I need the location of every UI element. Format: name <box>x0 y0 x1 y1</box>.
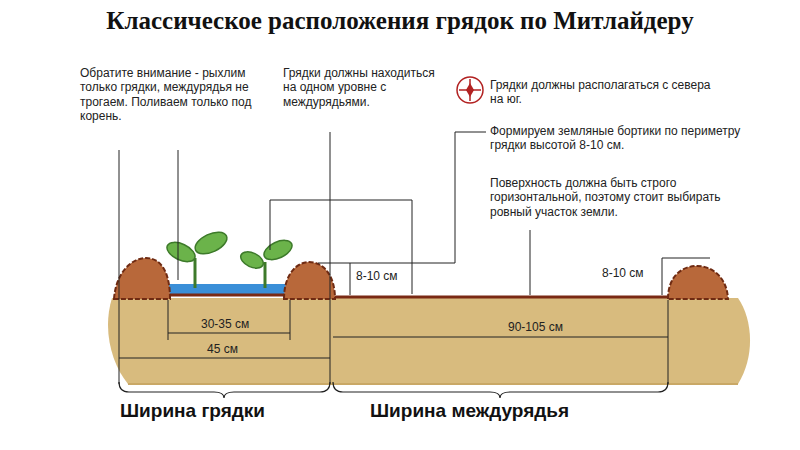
section-label: Ширина грядки <box>120 400 265 423</box>
bed-surface <box>166 294 290 297</box>
plant <box>238 236 295 288</box>
note-text: Формируем земляные бортики по периметру … <box>490 124 742 153</box>
dimension-label: 90-105 см <box>508 320 563 334</box>
diagram-title: Классическое расположения грядок по Митл… <box>106 6 693 36</box>
compass-icon <box>457 77 483 103</box>
note-text: Обратите внимание - рыхлим только грядки… <box>80 66 276 124</box>
note-text: Грядки должны находиться на одном уровне… <box>283 66 435 109</box>
width-brace <box>119 382 668 398</box>
dimension-line <box>119 300 668 358</box>
leader-line <box>119 132 710 384</box>
section-label: Ширина междурядья <box>370 400 569 423</box>
water <box>166 284 290 294</box>
soil-ridge <box>114 258 170 299</box>
aisle-surface <box>330 296 670 299</box>
dimension-label: 8-10 см <box>356 269 398 283</box>
dimension-label: 45 см <box>207 342 238 356</box>
note-text: Поверхность должна быть строго горизонта… <box>490 176 730 219</box>
note-text: Грядки должны располагаться с севера на … <box>490 78 722 107</box>
soil-body <box>108 298 750 384</box>
soil-ridge <box>284 262 335 299</box>
plant <box>164 228 230 288</box>
dimension-label: 8-10 см <box>602 266 644 280</box>
dimension-label: 30-35 см <box>201 317 249 331</box>
soil-ridge <box>668 266 728 299</box>
soil-bottom <box>128 383 738 385</box>
